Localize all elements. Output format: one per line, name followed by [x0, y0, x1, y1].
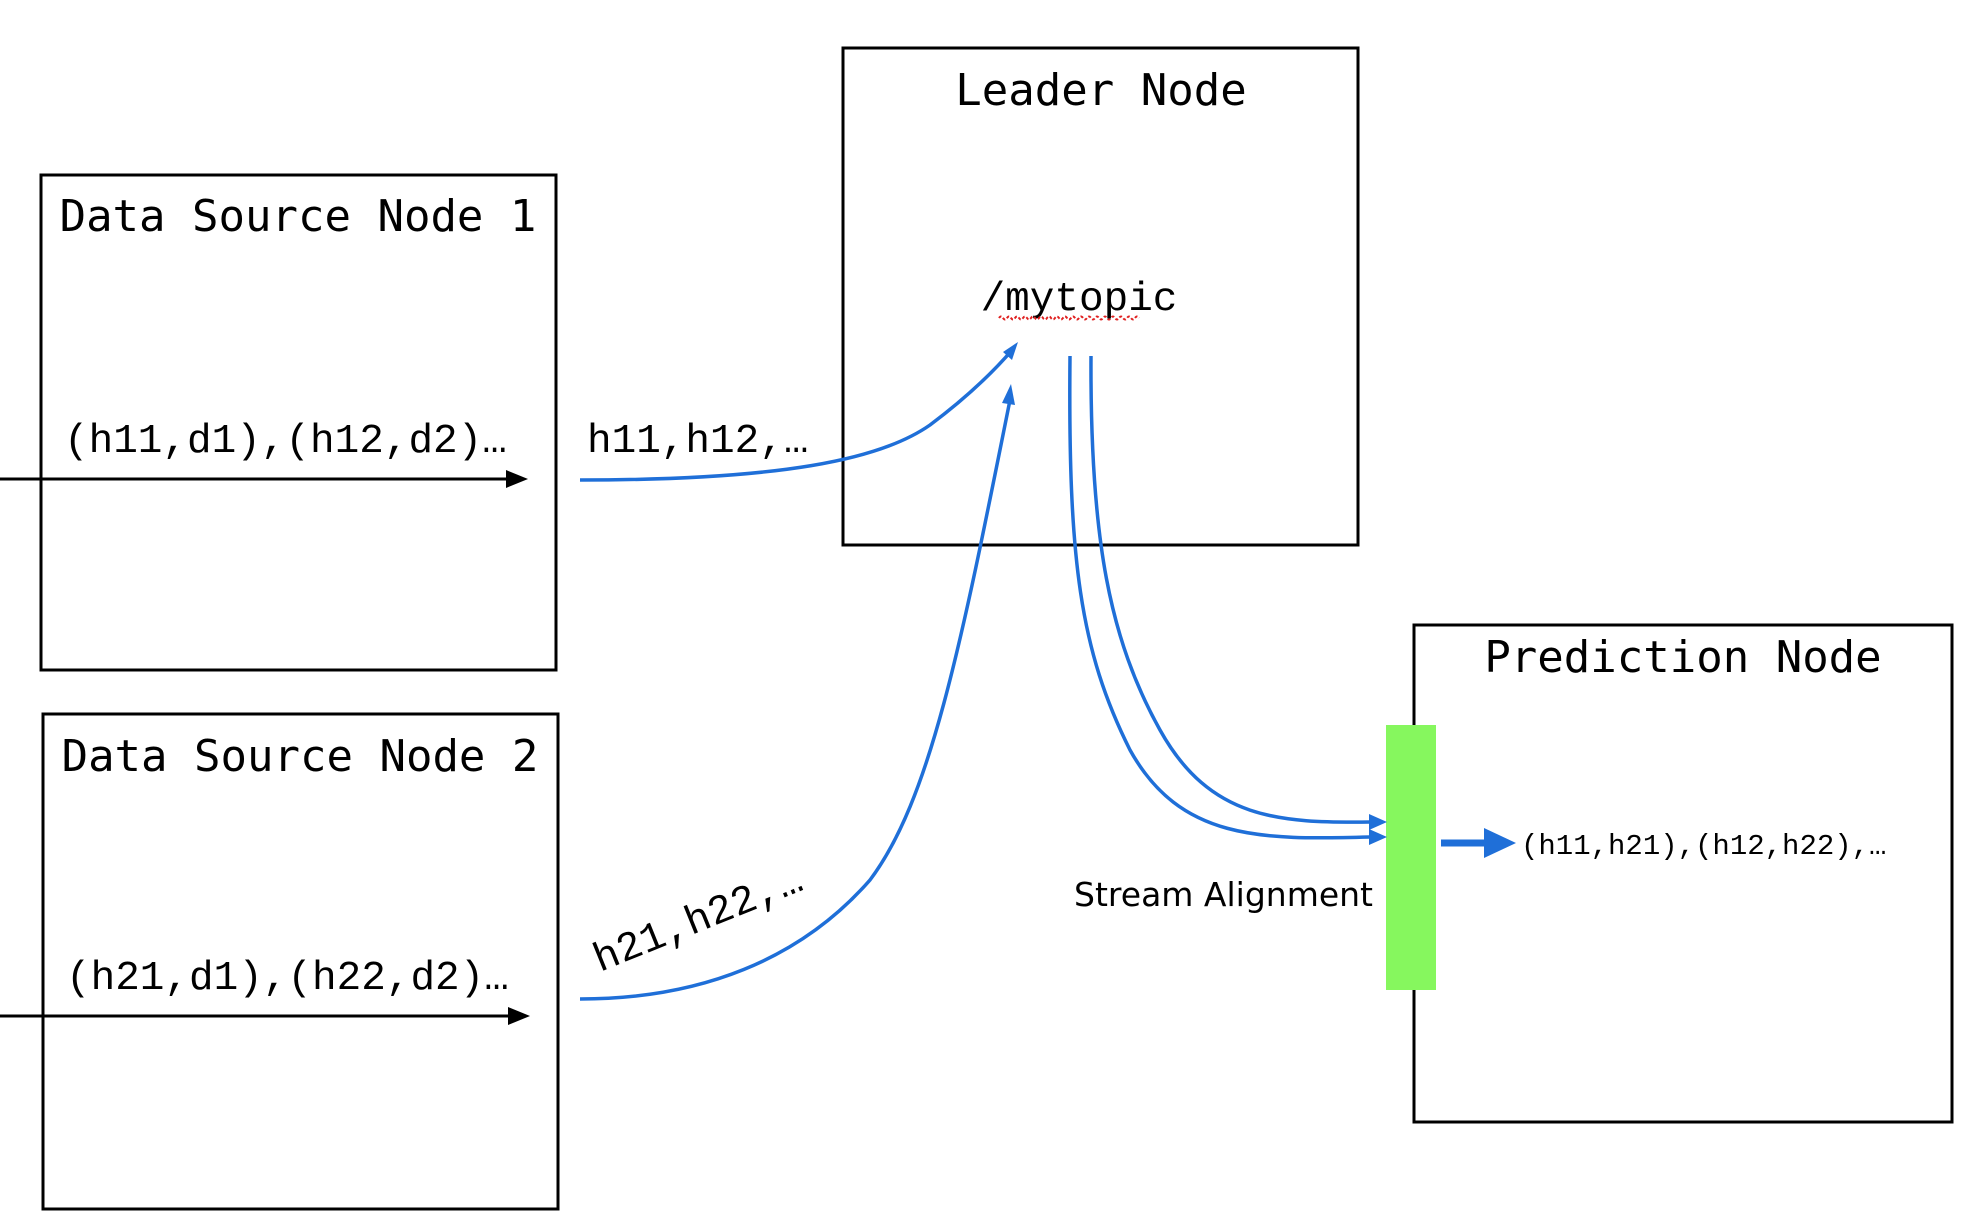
spellcheck-underline — [998, 315, 1140, 321]
edge-source2-to-leader-curve — [579, 399, 1012, 1001]
prediction-output-arrow — [1441, 828, 1516, 858]
edge-source1-to-leader-label: h11,h12,… — [587, 419, 808, 465]
stream-alignment-bar — [1386, 725, 1436, 990]
prediction-output-arrowhead — [1484, 828, 1516, 858]
data-source-node-1-arrowhead — [506, 470, 528, 488]
edge-leader-to-prediction — [1068, 355, 1387, 845]
edge-source1-to-leader: h11,h12,… — [579, 342, 1018, 482]
data-source-node-2-box — [41, 712, 560, 1211]
leader-node-topic: /mytopic — [981, 277, 1178, 323]
edge-source2-to-leader-label: h21,h22,… — [588, 858, 811, 984]
prediction-node-title: Prediction Node — [1484, 632, 1881, 683]
edge-leader-to-prediction-arrowhead-2 — [1369, 814, 1387, 830]
edge-leader-to-prediction-arrowhead-1 — [1369, 829, 1387, 845]
data-source-node-2-title: Data Source Node 2 — [62, 731, 539, 782]
data-source-node-1-box — [39, 173, 558, 672]
edge-source2-to-leader-arrowhead — [1002, 384, 1015, 405]
data-source-node-2: Data Source Node 2 (h21,d1),(h22,d2)… — [0, 712, 560, 1211]
edge-source1-to-leader-curve — [579, 347, 1015, 482]
data-source-node-2-stream-label: (h21,d1),(h22,d2)… — [66, 956, 509, 1002]
data-source-node-2-arrowhead — [508, 1007, 530, 1025]
prediction-node: Prediction Node (h11,h21),(h12,h22),… — [1412, 623, 1954, 1124]
data-source-node-1-title: Data Source Node 1 — [60, 191, 537, 242]
edge-source2-to-leader: h21,h22,… — [579, 384, 1015, 1001]
edge-leader-to-prediction-curve-2 — [1089, 355, 1371, 824]
data-source-node-1: Data Source Node 1 (h11,d1),(h12,d2)… — [0, 173, 558, 672]
prediction-node-box — [1412, 623, 1954, 1124]
leader-node: Leader Node /mytopic — [841, 46, 1360, 547]
data-source-node-1-stream-label: (h11,d1),(h12,d2)… — [64, 419, 507, 465]
edge-leader-to-prediction-curve-1 — [1068, 355, 1371, 840]
stream-alignment-label: Stream Alignment — [1074, 875, 1373, 914]
edge-source1-to-leader-arrowhead — [1003, 342, 1018, 360]
leader-node-title: Leader Node — [955, 65, 1246, 116]
prediction-node-output-label: (h11,h21),(h12,h22),… — [1521, 830, 1886, 863]
